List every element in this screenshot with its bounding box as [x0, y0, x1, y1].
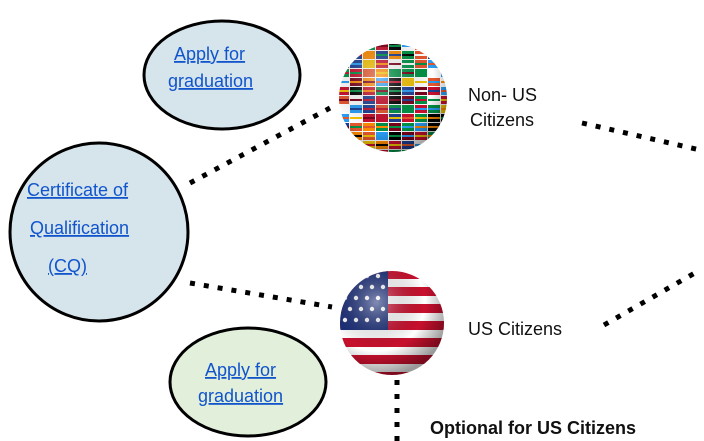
us-citizens-label: US Citizens [468, 319, 562, 339]
cq-line1[interactable]: Certificate of [27, 180, 129, 200]
connector-cq-to-us [189, 280, 333, 310]
connector-lines [188, 105, 702, 441]
apply-graduation-top-line1[interactable]: Apply for [174, 44, 245, 64]
connector-nonus-to-right [581, 120, 701, 153]
certificate-of-qualification-oval [8, 141, 190, 323]
apply-graduation-bottom-line2[interactable]: graduation [198, 386, 283, 406]
connector-us-to-right [602, 267, 702, 328]
apply-graduation-bottom-line1[interactable]: Apply for [205, 360, 276, 380]
non-us-citizens-label-line2: Citizens [470, 110, 534, 130]
apply-graduation-top-oval [142, 19, 302, 131]
apply-graduation-bottom-oval [168, 326, 328, 438]
apply-graduation-top-line2[interactable]: graduation [168, 71, 253, 91]
certificate-of-qualification-node[interactable]: Certificate of Qualification (CQ) [8, 141, 190, 323]
us-flag-globe-icon [340, 271, 444, 375]
apply-graduation-top-node[interactable]: Apply for graduation [142, 19, 302, 131]
optional-note: Optional for US Citizens [430, 418, 636, 438]
apply-graduation-bottom-node[interactable]: Apply for graduation [168, 326, 328, 438]
cq-line3[interactable]: (CQ) [48, 256, 87, 276]
non-us-citizens-label-line1: Non- US [468, 85, 537, 105]
world-flags-globe-icon [339, 44, 447, 152]
cq-line2[interactable]: Qualification [30, 218, 129, 238]
